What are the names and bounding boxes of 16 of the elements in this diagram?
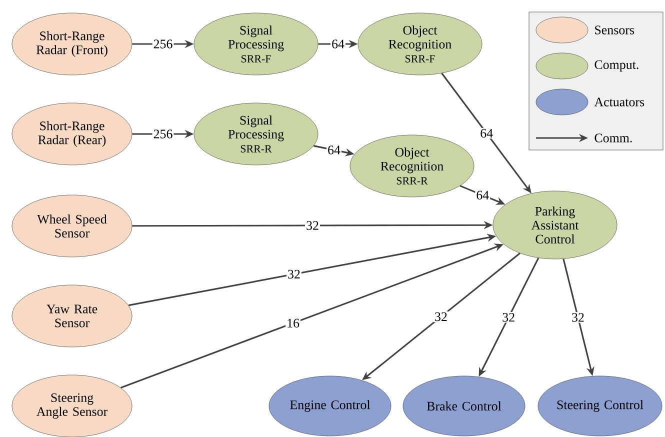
edge-label: 32 [502, 312, 514, 322]
edge-label: 32 [306, 221, 318, 230]
edge-label: 64 [480, 128, 493, 138]
legend-label: Actuators [594, 98, 644, 106]
legend-label: Sensors [595, 26, 634, 34]
edge-label: 16 [288, 318, 300, 328]
edge-label: 32 [572, 313, 584, 322]
legend-label: Comput. [594, 60, 638, 72]
edge-label: 64 [332, 40, 344, 48]
edge-label: 32 [435, 312, 447, 322]
legend-label: Comm. [594, 134, 632, 142]
edge-label: 256 [154, 40, 172, 48]
edge-label: 64 [328, 146, 340, 154]
edge-label: 32 [288, 270, 300, 279]
edge-label: 64 [476, 190, 489, 200]
edge-label: 256 [154, 130, 172, 138]
